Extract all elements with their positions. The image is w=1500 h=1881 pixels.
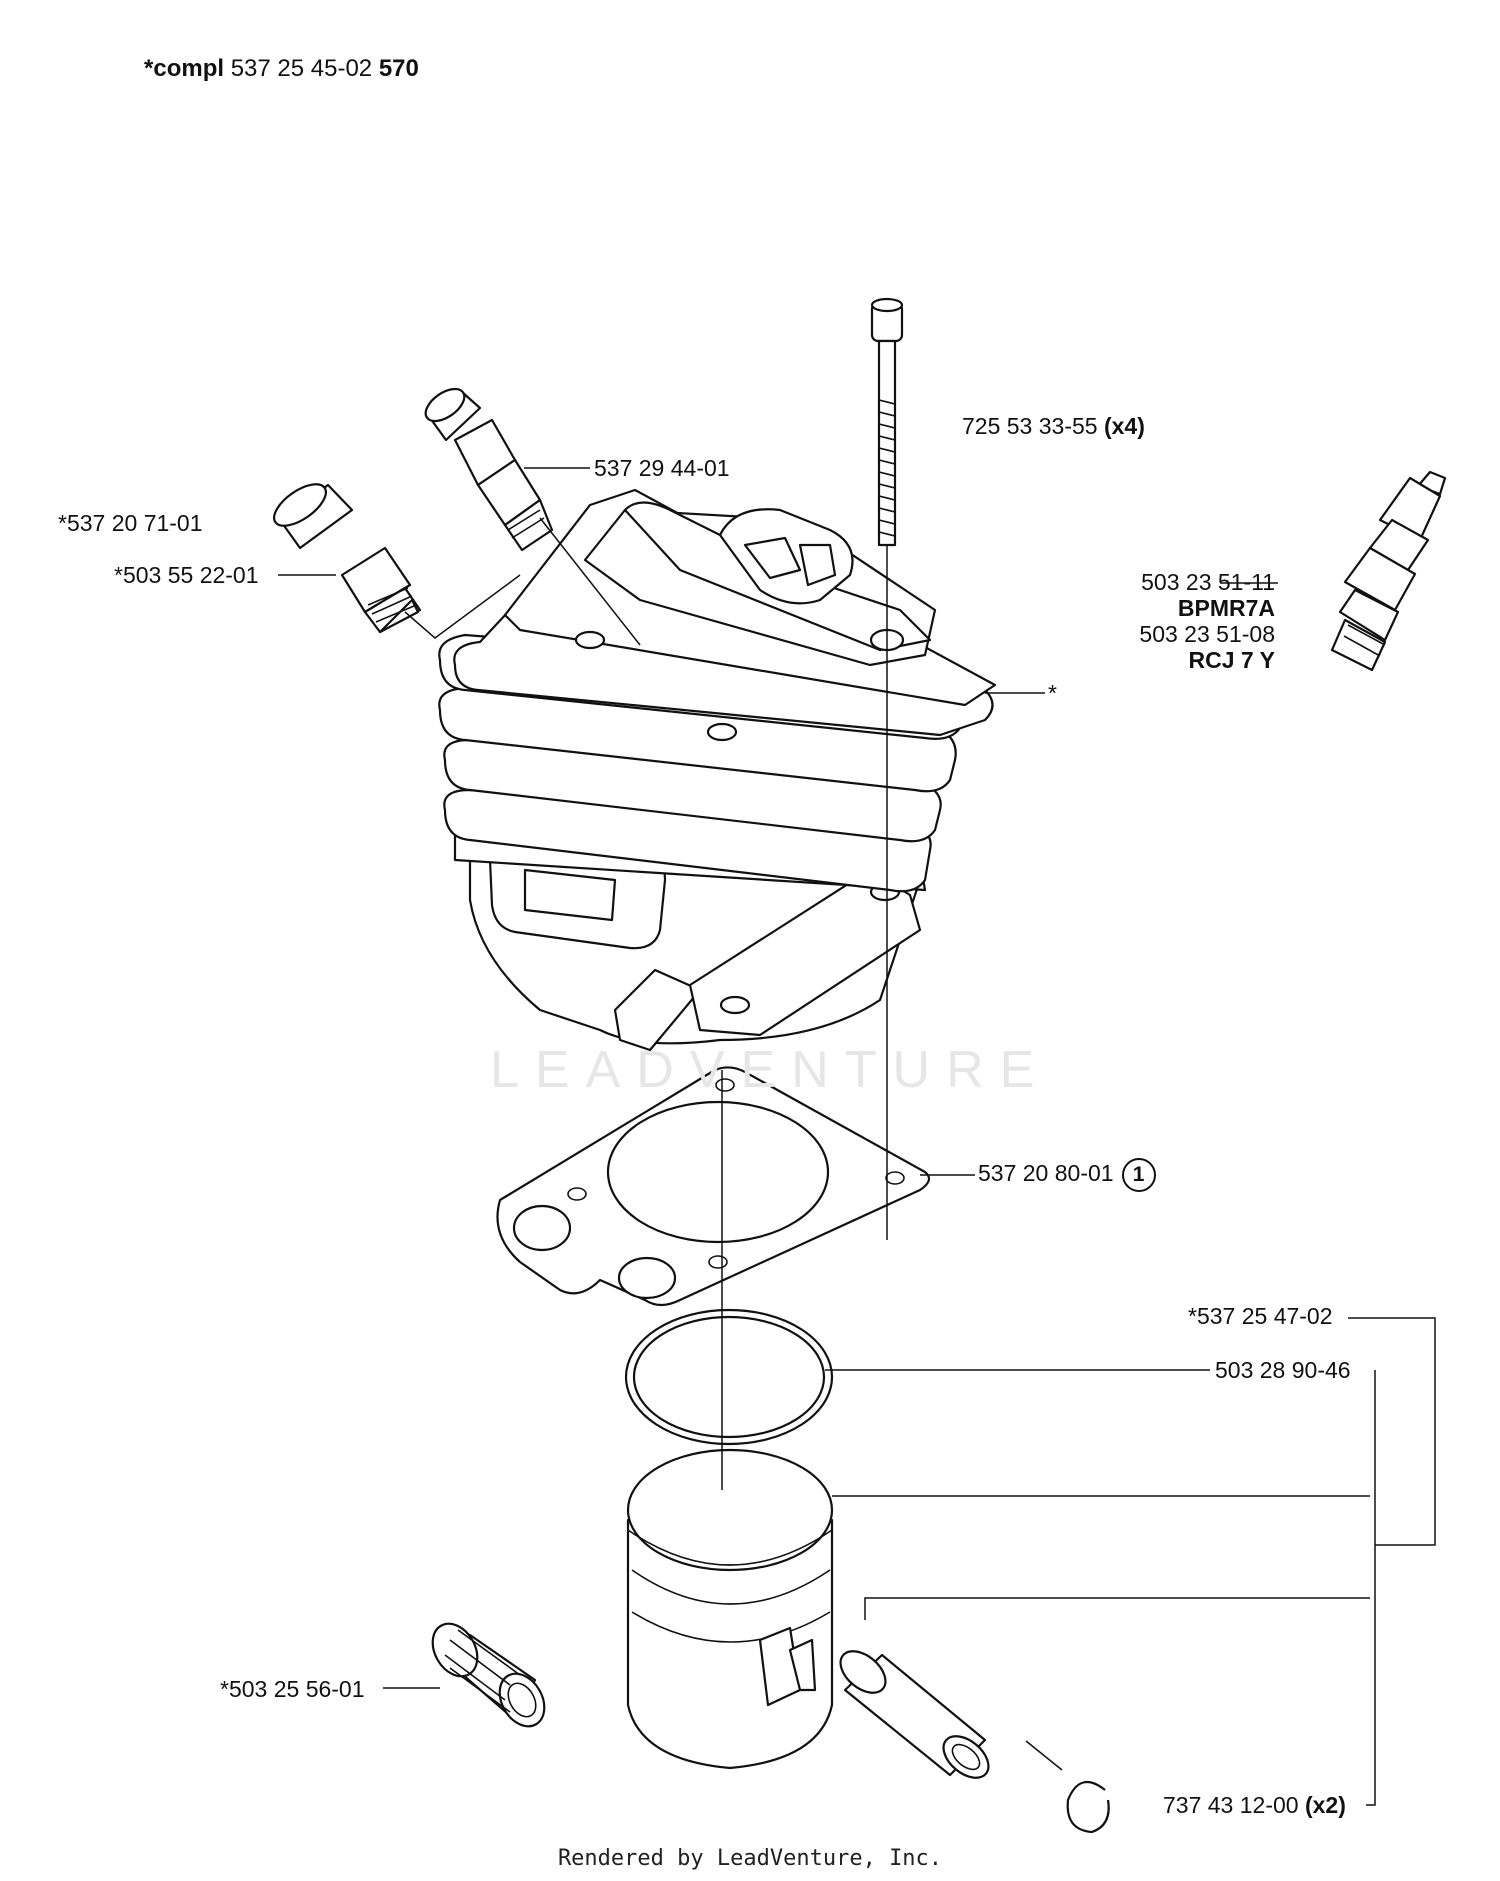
piston	[626, 1448, 834, 1770]
label-spark-plug-a-number: 503 23 51-11	[1141, 569, 1275, 595]
label-bearing: *503 25 56-01	[220, 1676, 365, 1702]
spark-plug	[1330, 470, 1447, 672]
label-spark-plug-a-code: BPMR7A	[1177, 595, 1275, 621]
footer-credit: Rendered by LeadVenture, Inc.	[557, 1846, 943, 1871]
label-gasket: 537 20 80-01 1	[978, 1158, 1156, 1192]
bolt	[870, 297, 904, 547]
label-spark-plug: 503 23 51-11 BPMR7A 503 23 51-08 RCJ 7 Y	[1092, 569, 1275, 673]
watermark-text: LEADVENTURE	[490, 1041, 1051, 1099]
decompression-valve	[424, 387, 554, 552]
label-plug: *537 20 71-01	[58, 510, 203, 536]
label-gasket-number: 537 20 80-01	[978, 1160, 1114, 1187]
label-valve: 537 29 44-01	[594, 455, 730, 481]
leader-lines	[278, 467, 1436, 1806]
assembly-header: *compl 537 25 45-02 570	[144, 56, 419, 82]
callout-1: 1	[1121, 1158, 1156, 1192]
piston-ring	[624, 1308, 834, 1446]
circlip	[1025, 1740, 1110, 1834]
needle-bearing	[431, 1622, 546, 1728]
label-circlip-number: 737 43 12-00	[1163, 1792, 1299, 1818]
header-suffix: 570	[378, 55, 419, 82]
label-circlip: 737 43 12-00 (x2)	[1163, 1792, 1346, 1818]
piston-pin	[839, 1650, 990, 1779]
base-gasket	[496, 1066, 931, 1307]
plug-and-adapter	[273, 483, 422, 634]
label-spark-plug-b-code: RCJ 7 Y	[1188, 647, 1275, 673]
label-bolt-qty: (x4)	[1103, 413, 1145, 439]
label-cylinder: *	[1048, 680, 1057, 706]
label-spark-plug-b-number: 503 23 51-08	[1139, 621, 1275, 647]
label-adapter: *503 55 22-01	[114, 562, 259, 588]
label-bolt: 725 53 33-55 (x4)	[962, 413, 1145, 439]
label-bolt-number: 725 53 33-55	[962, 413, 1098, 439]
header-prefix: *compl	[144, 55, 225, 82]
header-number: 537 25 45-02	[230, 55, 373, 82]
label-piston-kit: *537 25 47-02	[1188, 1303, 1333, 1329]
label-ring: 503 28 90-46	[1215, 1357, 1351, 1383]
label-circlip-qty: (x2)	[1304, 1792, 1346, 1818]
cylinder	[438, 488, 997, 1052]
